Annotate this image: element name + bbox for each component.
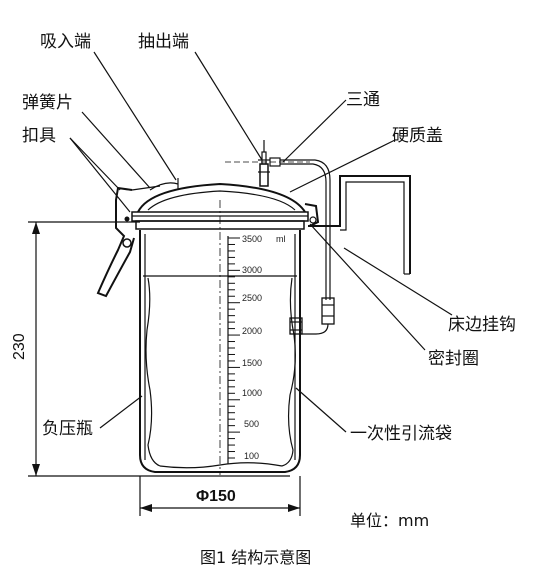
scale-label-1000: 1000 (242, 388, 262, 398)
buckle-clamp (96, 185, 161, 298)
scale-label-2500: 2500 (242, 293, 262, 303)
scale-label-3500: 3500 (242, 234, 262, 244)
label-seal-ring: 密封圈 (428, 349, 479, 369)
height-dimension: 230 (11, 221, 150, 477)
label-bed-hook: 床边挂钩 (448, 315, 516, 335)
label-outlet-end: 抽出端 (138, 32, 189, 52)
label-spring-piece: 弹簧片 (22, 93, 73, 113)
scale-label-2000: 2000 (242, 326, 262, 336)
label-negative-pressure-bottle: 负压瓶 (42, 419, 93, 439)
scale-tick-marks (228, 237, 240, 459)
label-hard-lid: 硬质盖 (392, 126, 443, 146)
side-tube-fitting (289, 297, 335, 335)
hard-lid (137, 182, 306, 213)
label-three-way: 三通 (346, 90, 380, 110)
diameter-dimension: Φ150 (139, 476, 301, 516)
label-drainage-bag: 一次性引流袋 (350, 424, 452, 444)
scale-label-1500: 1500 (242, 358, 262, 368)
label-buckle: 扣具 (22, 126, 56, 146)
scale-label-3000: 3000 (242, 265, 262, 275)
scale-label-500: 500 (244, 419, 259, 429)
right-clamp (304, 203, 320, 227)
unit-label: 单位：mm (350, 511, 429, 530)
graduated-scale: 3500 3000 2500 2000 1500 1000 500 100 ml (227, 234, 286, 464)
leader-lines (69, 51, 453, 433)
outlet-port (258, 140, 270, 187)
figure-caption: 图1 结构示意图 (200, 548, 311, 567)
bed-hook (308, 175, 411, 275)
height-value: 230 (11, 333, 28, 360)
diameter-value: Φ150 (196, 488, 236, 505)
scale-unit-mark: ml (276, 234, 286, 244)
spring-piece (149, 178, 179, 191)
scale-label-100: 100 (244, 451, 259, 461)
label-suction-end: 吸入端 (40, 32, 91, 52)
drainage-bag (145, 277, 296, 469)
